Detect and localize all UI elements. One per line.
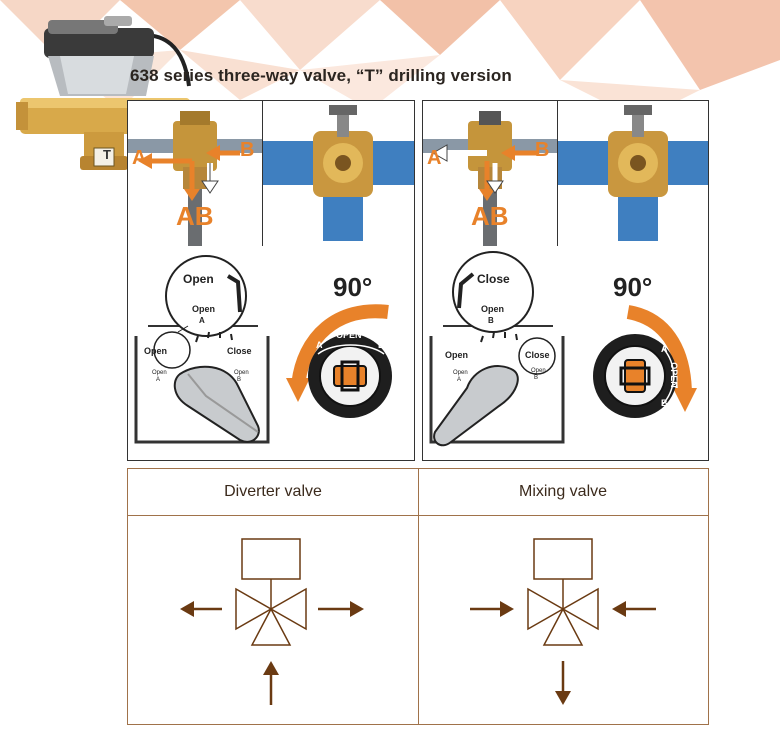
handle-left-port: A [457,377,462,383]
diverter-valve-heading: Diverter valve [128,469,418,516]
handle-right-sub: Open [531,368,546,374]
dial-sub-port: A [199,316,205,325]
diverter-column: Diverter valve [128,469,418,724]
dial-sub-label: Open [481,304,505,314]
port-b-label: B [535,139,550,161]
mixing-valve-heading: Mixing valve [418,469,708,516]
handle-left-label: Open [445,350,469,360]
handle-left-sub: Open [453,370,468,376]
dial-sub-port: B [488,316,494,325]
handle-right-label: Close [525,350,550,360]
mixing-column: Mixing valve [418,469,708,724]
left-handle-panel: Open Open A Open Open A Close Open B 90°… [127,246,415,461]
page-title: 638 series three-way valve, “T” drilling… [130,66,512,85]
right-handle-panel: Close Open B Open Open A Close Open B 90… [422,246,709,461]
handle-left-port: A [156,377,161,383]
knob-b-label: B [661,398,668,408]
left-cutaway-panel [262,100,415,248]
right-photo-panel: A B AB [422,100,557,248]
mixing-valve-symbol [470,538,656,705]
rotation-angle: 90° [333,272,373,302]
handle-right-label: Close [227,346,252,356]
dial-top-label: Close [477,272,510,286]
port-ab-label: AB [176,201,214,231]
product-badge: T [103,147,111,162]
port-b-label: B [240,139,255,161]
port-ab-label: AB [471,201,509,231]
background-pattern [0,0,780,120]
dial-top-label: Open [183,272,214,286]
port-a-label: A [427,147,442,169]
right-cutaway-panel [557,100,709,248]
dial-sub-label: Open [192,304,216,314]
knob-a-label: A [316,340,323,350]
knob-a-label: A [661,344,668,354]
knob-open-label: OPEN [336,330,362,340]
valve-symbol-table: Diverter valve Mixing valve [127,468,709,725]
knob-b-label: B [378,340,385,350]
handle-left-sub: Open [152,370,167,376]
port-a-label: A [132,147,147,169]
handle-left-label: Open [144,346,168,356]
knob-open-label: OPEN [668,362,679,388]
handle-right-port: B [237,377,242,383]
rotation-angle: 90° [613,272,653,302]
handle-right-sub: Open [234,370,249,376]
diverter-valve-symbol [180,538,364,705]
left-photo-panel: A B AB [127,100,262,248]
table-divider [418,469,419,724]
handle-right-port: B [534,375,539,381]
